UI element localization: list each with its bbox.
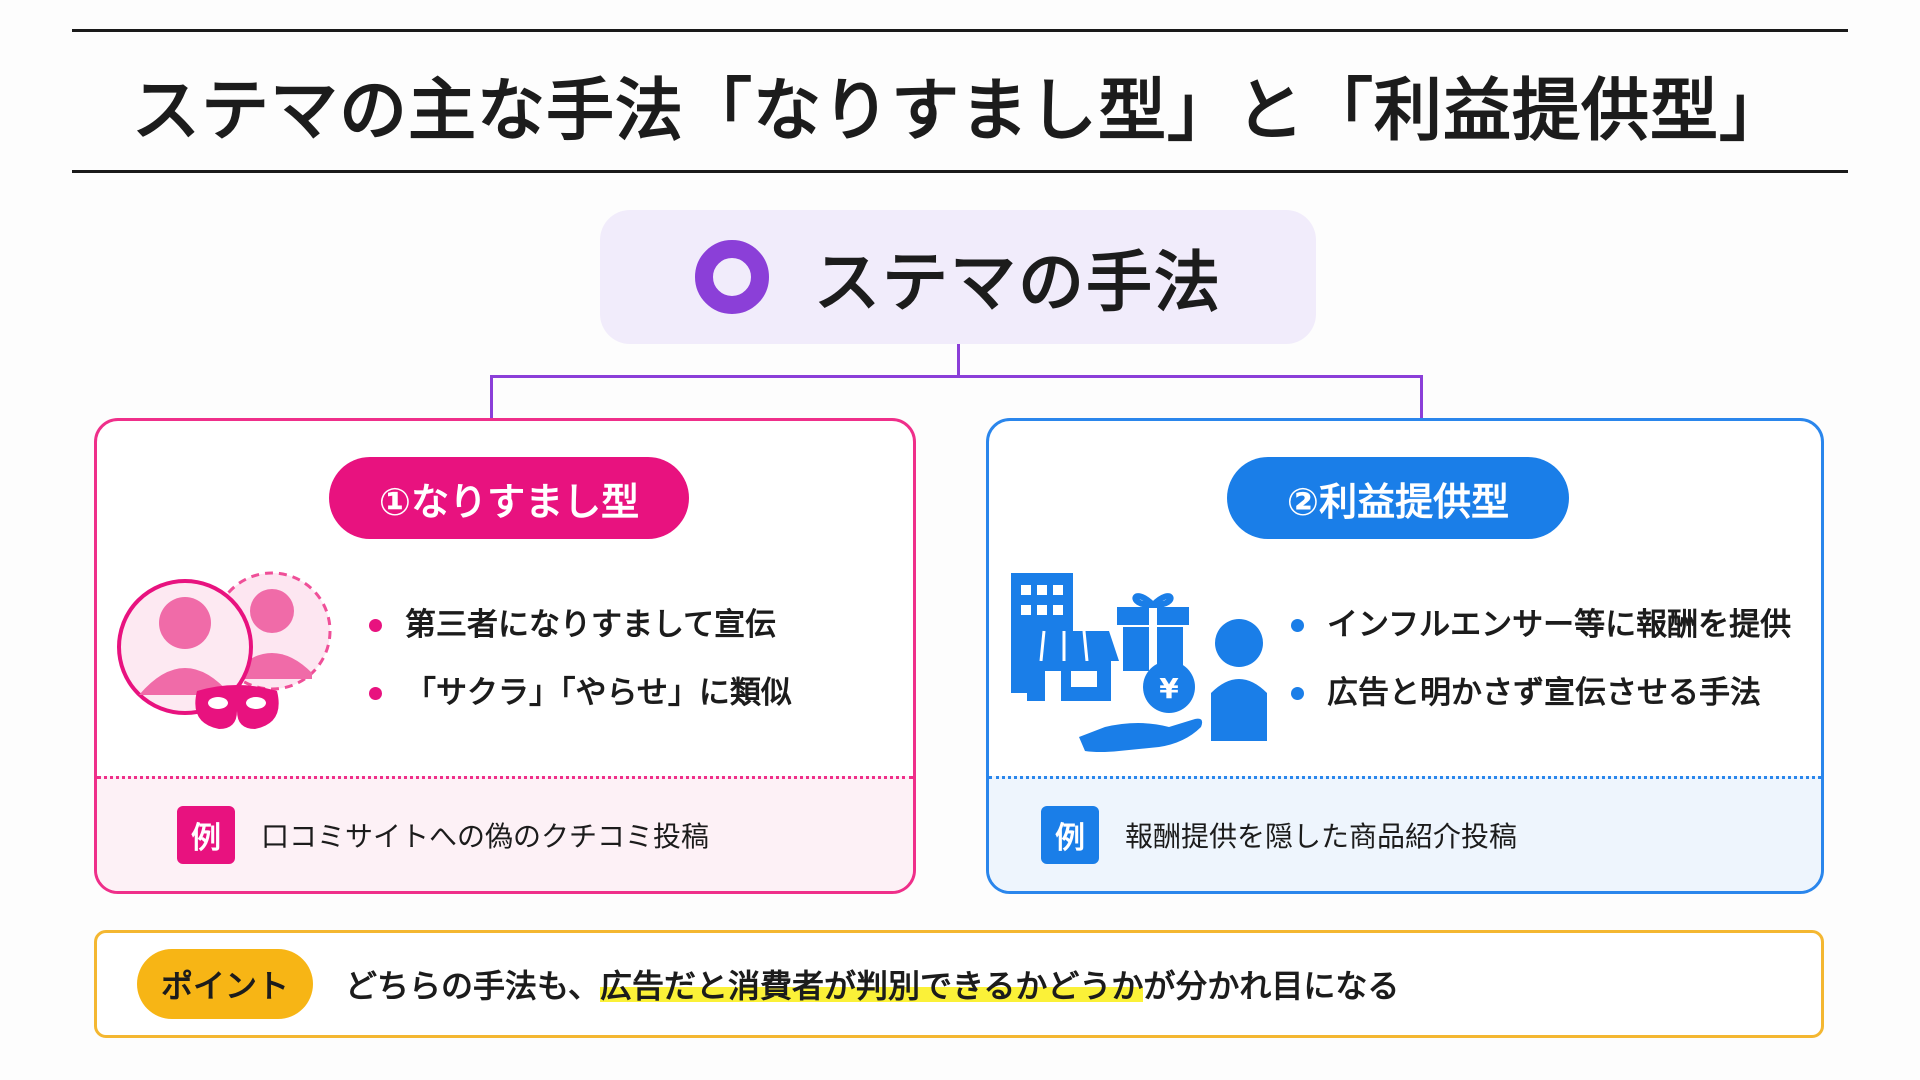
impersonation-bullet-list: 第三者になりすまして宣伝 「サクラ」「やらせ」に類似 xyxy=(369,591,792,727)
connector-vertical-right xyxy=(1420,375,1423,420)
impersonation-heading: ①なりすまし型 xyxy=(329,457,689,539)
example-tag: 例 xyxy=(1041,806,1099,864)
page-title: ステマの主な手法「なりすまし型」と「利益提供型」 xyxy=(131,71,1788,151)
example-tag: 例 xyxy=(177,806,235,864)
impersonation-bullet: 「サクラ」「やらせ」に類似 xyxy=(369,659,792,727)
point-text-highlight: 広告だと消費者が判別できるかどうか xyxy=(600,967,1144,1005)
point-text-before: どちらの手法も、 xyxy=(345,967,601,1005)
benefit-example-text: 報酬提供を隠した商品紹介投稿 xyxy=(1125,820,1518,853)
benefit-bullet: 広告と明かさず宣伝させる手法 xyxy=(1291,659,1791,727)
benefit-example: 例 報酬提供を隠した商品紹介投稿 xyxy=(989,776,1821,891)
business-gift-reward-icon: ¥ xyxy=(1009,561,1277,761)
impersonation-example-text: 口コミサイトへの偽のクチコミ投稿 xyxy=(261,820,710,853)
benefit-bullet: インフルエンサー等に報酬を提供 xyxy=(1291,591,1791,659)
root-node: ステマの手法 xyxy=(600,210,1316,344)
benefit-heading: ②利益提供型 xyxy=(1227,457,1569,539)
point-label: ポイント xyxy=(137,949,313,1019)
yen-symbol: ¥ xyxy=(1159,672,1179,705)
root-label: ステマの手法 xyxy=(814,244,1222,321)
impersonation-example: 例 口コミサイトへの偽のクチコミ投稿 xyxy=(97,776,913,891)
connector-horizontal xyxy=(490,375,1423,378)
masked-people-icon xyxy=(117,561,347,741)
point-text-after: が分かれ目になる xyxy=(1143,967,1400,1005)
benefit-card: ②利益提供型 ¥ xyxy=(986,418,1824,894)
ring-icon xyxy=(695,240,769,314)
point-box: ポイント どちらの手法も、広告だと消費者が判別できるかどうかが分かれ目になる xyxy=(94,930,1824,1038)
title-top-rule xyxy=(72,29,1848,32)
impersonation-bullet: 第三者になりすまして宣伝 xyxy=(369,591,792,659)
connector-vertical-root xyxy=(957,344,960,376)
point-text: どちらの手法も、広告だと消費者が判別できるかどうかが分かれ目になる xyxy=(345,961,1399,1007)
connector-vertical-left xyxy=(490,375,493,420)
benefit-bullet-list: インフルエンサー等に報酬を提供 広告と明かさず宣伝させる手法 xyxy=(1291,591,1791,727)
title-bottom-rule xyxy=(72,170,1848,173)
impersonation-card: ①なりすまし型 第三者になりすまして宣伝 「サクラ」「やらせ」に類似 例 口コミ… xyxy=(94,418,916,894)
